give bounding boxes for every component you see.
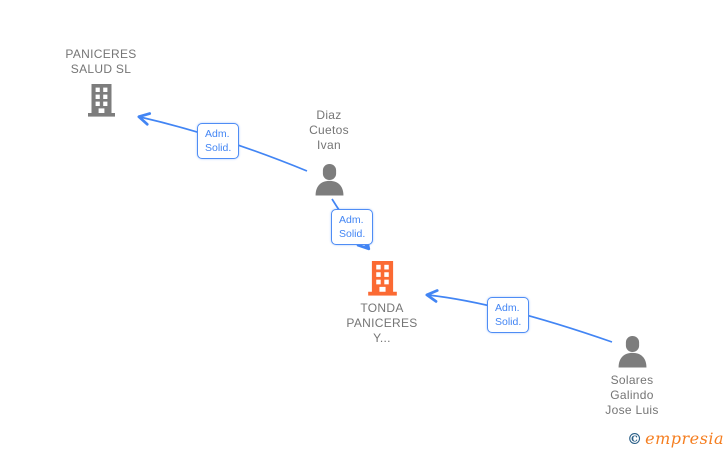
person-icon bbox=[617, 336, 648, 368]
edge-label-adm-solid-1: Adm. Solid. bbox=[197, 123, 240, 159]
node-label: PANICERES SALUD SL bbox=[65, 47, 137, 76]
node-label: TONDA PANICERES Y... bbox=[346, 301, 418, 345]
brand-name: empresia bbox=[645, 429, 724, 448]
node-label: Solares Galindo Jose Luis bbox=[605, 373, 659, 417]
node-company-paniceres-salud[interactable]: PANICERES SALUD SL bbox=[41, 47, 161, 117]
node-person-solares-galindo[interactable]: Solares Galindo Jose Luis bbox=[572, 336, 692, 418]
person-icon bbox=[314, 164, 345, 196]
building-icon bbox=[87, 84, 116, 117]
empresia-logo[interactable]: © empresia bbox=[627, 429, 724, 448]
edge-label-adm-solid-3: Adm. Solid. bbox=[487, 297, 530, 333]
building-icon bbox=[367, 261, 398, 296]
edge-label-adm-solid-2: Adm. Solid. bbox=[331, 209, 374, 245]
node-company-tonda-paniceres[interactable]: TONDA PANICERES Y... bbox=[322, 261, 442, 346]
node-label: Diaz Cuetos Ivan bbox=[309, 108, 349, 152]
node-person-diaz-cuetos[interactable]: Diaz Cuetos Ivan bbox=[269, 108, 389, 196]
copyright-icon: © bbox=[627, 430, 643, 448]
